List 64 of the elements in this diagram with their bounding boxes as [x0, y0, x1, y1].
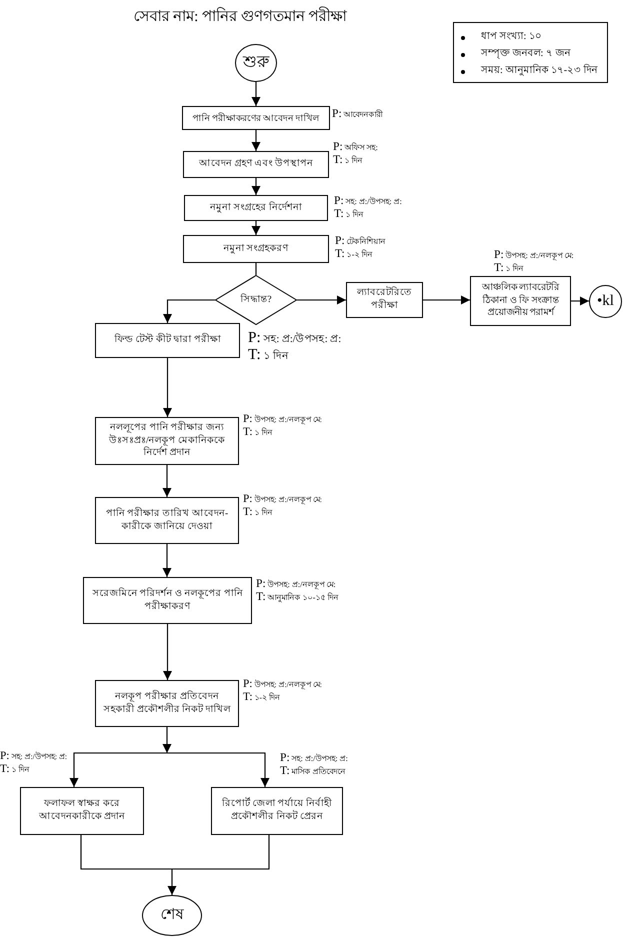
process-box: পানি পরীক্ষার তারিখ আবেদন-কারীকে জানিয়ে দেওয়া: [95, 497, 239, 544]
decision-diamond: সিদ্ধান্ত?: [215, 275, 297, 325]
arrow: [163, 624, 172, 680]
info-text: সম্পৃক্ত জনবল: ৭ জন: [481, 47, 570, 60]
annotation-text: T: মাসিক প্রতিবেদনে: [280, 764, 346, 778]
process-box: সরেজমিনে পরিদর্শন ও নলকূপের পানি পরীক্ষাকরণ: [83, 577, 252, 624]
annotation-text: T: আনুমানিক ১০-১৫ দিন: [256, 590, 338, 604]
annotation-text: P: অফিস সহ:: [333, 140, 378, 154]
annotation-text: P: উপসহ: প্র:/নলকূপ মে:: [256, 577, 336, 591]
annotation-text: T: ১ দিন: [333, 153, 363, 168]
info-text: সময়: আনুমানিক ১৭-২৩ দিন: [481, 64, 598, 78]
arrow: [163, 358, 172, 417]
connector-line: [80, 835, 172, 870]
annotation-text: P: সহ: প্র:/উপসহ: প্র:: [0, 750, 68, 764]
annotation-text: T: ১ দিন: [248, 346, 290, 365]
end-oval: শেষ: [142, 895, 202, 936]
annotation-text: P: সহ: প্র:/উপসহ: প্র:: [280, 751, 348, 765]
process-box: নলকূপ পরীক্ষার প্রতিবেদন সহকারী প্রকৌশলীর নিকট দাখিল: [95, 680, 239, 727]
arrow: [252, 178, 260, 195]
info-box: [453, 22, 608, 83]
annotation-text: T: ১-২ দিন: [243, 690, 280, 704]
process-box: নললূপের পানি পরীক্ষার জন্য উঃসঃপ্রঃ/নলকূপ মেকানিককে নির্দেশ প্রদান: [95, 417, 239, 465]
connector-line: [255, 263, 257, 275]
title: সেবার নাম: পানির গুণগতমান পরীক্ষা: [80, 4, 400, 29]
annotation-text: T: ১-২ দিন: [335, 247, 372, 262]
process-box: নমুনা সংগ্রহকরণ: [183, 235, 329, 263]
annotation-text: P: সহ: প্র:/উপসহ: প্র:: [334, 194, 402, 208]
process-box: আঞ্চলিক ল্যাবরেটরি ঠিকানা ও ফি সংক্রান্ত প্রয়োজনীয় পরামর্শ: [470, 276, 571, 326]
process-box: রিপোর্ট জেলা পর্যায়ে নির্বাহী প্রকৌশলীর নিকট প্রেরন: [211, 787, 343, 835]
arrow: [70, 752, 167, 787]
start-circle: শুরু: [235, 44, 277, 82]
annotation-text: P: উপসহ: প্র:/নলকূপ মে:: [243, 678, 322, 692]
annotation-text: P: আবেদনকারী: [332, 107, 383, 121]
annotation-text: T: ১ দিন: [0, 762, 30, 776]
process-box: ফিল্ড টেস্ট কীট দ্বারা পরীক্ষা: [95, 323, 240, 358]
arrow: [162, 544, 172, 577]
arrow: [168, 869, 176, 895]
connector-circle: •kl: [589, 285, 622, 318]
arrow: [252, 130, 260, 151]
arrow: [167, 752, 270, 787]
arrow: [571, 296, 589, 306]
arrow: [252, 82, 260, 106]
annotation-text: T: ১ দিন: [243, 426, 272, 440]
process-box: নমুনা সংগ্রহের নির্দেশনা: [184, 195, 328, 221]
arrow: [297, 296, 346, 304]
process-box: ফলাফল স্বাক্ষর করে আবেদনকারীকে প্রদান: [20, 787, 144, 835]
annotation-text: T: ১ দিন: [334, 207, 364, 222]
process-box: ল্যাবরেটরিতে পরীক্ষা: [346, 282, 423, 318]
arrow: [162, 465, 172, 497]
process-box: আবেদন গ্রহণ এবং উপস্থাপন: [183, 151, 329, 178]
info-text: ধাপ সংখ্যা: ১০: [481, 30, 542, 44]
process-box: পানি পরীক্ষাকরণের আবেদন দাখিল: [182, 106, 330, 130]
annotation-text: P: উপসহ: প্র:/নলকূপ মে:: [243, 493, 322, 507]
annotation-text: T: ১ দিন: [243, 506, 272, 520]
annotation-text: P: উপসহ: প্র:/নলকূপ মে:: [494, 248, 574, 262]
arrow: [252, 221, 260, 235]
annotation-text: P: টেকনিশিয়ান: [335, 234, 386, 248]
arrow: [163, 299, 215, 323]
annotation-text: P: সহ: প্র:/উপসহ: প্র:: [248, 329, 342, 348]
connector-line: [172, 835, 270, 870]
annotation-text: T: ১ দিন: [494, 261, 524, 276]
arrow: [423, 296, 470, 304]
arrow: [162, 727, 172, 753]
annotation-text: P: উপসহ: প্র:/নলকূপ মে:: [243, 413, 322, 427]
